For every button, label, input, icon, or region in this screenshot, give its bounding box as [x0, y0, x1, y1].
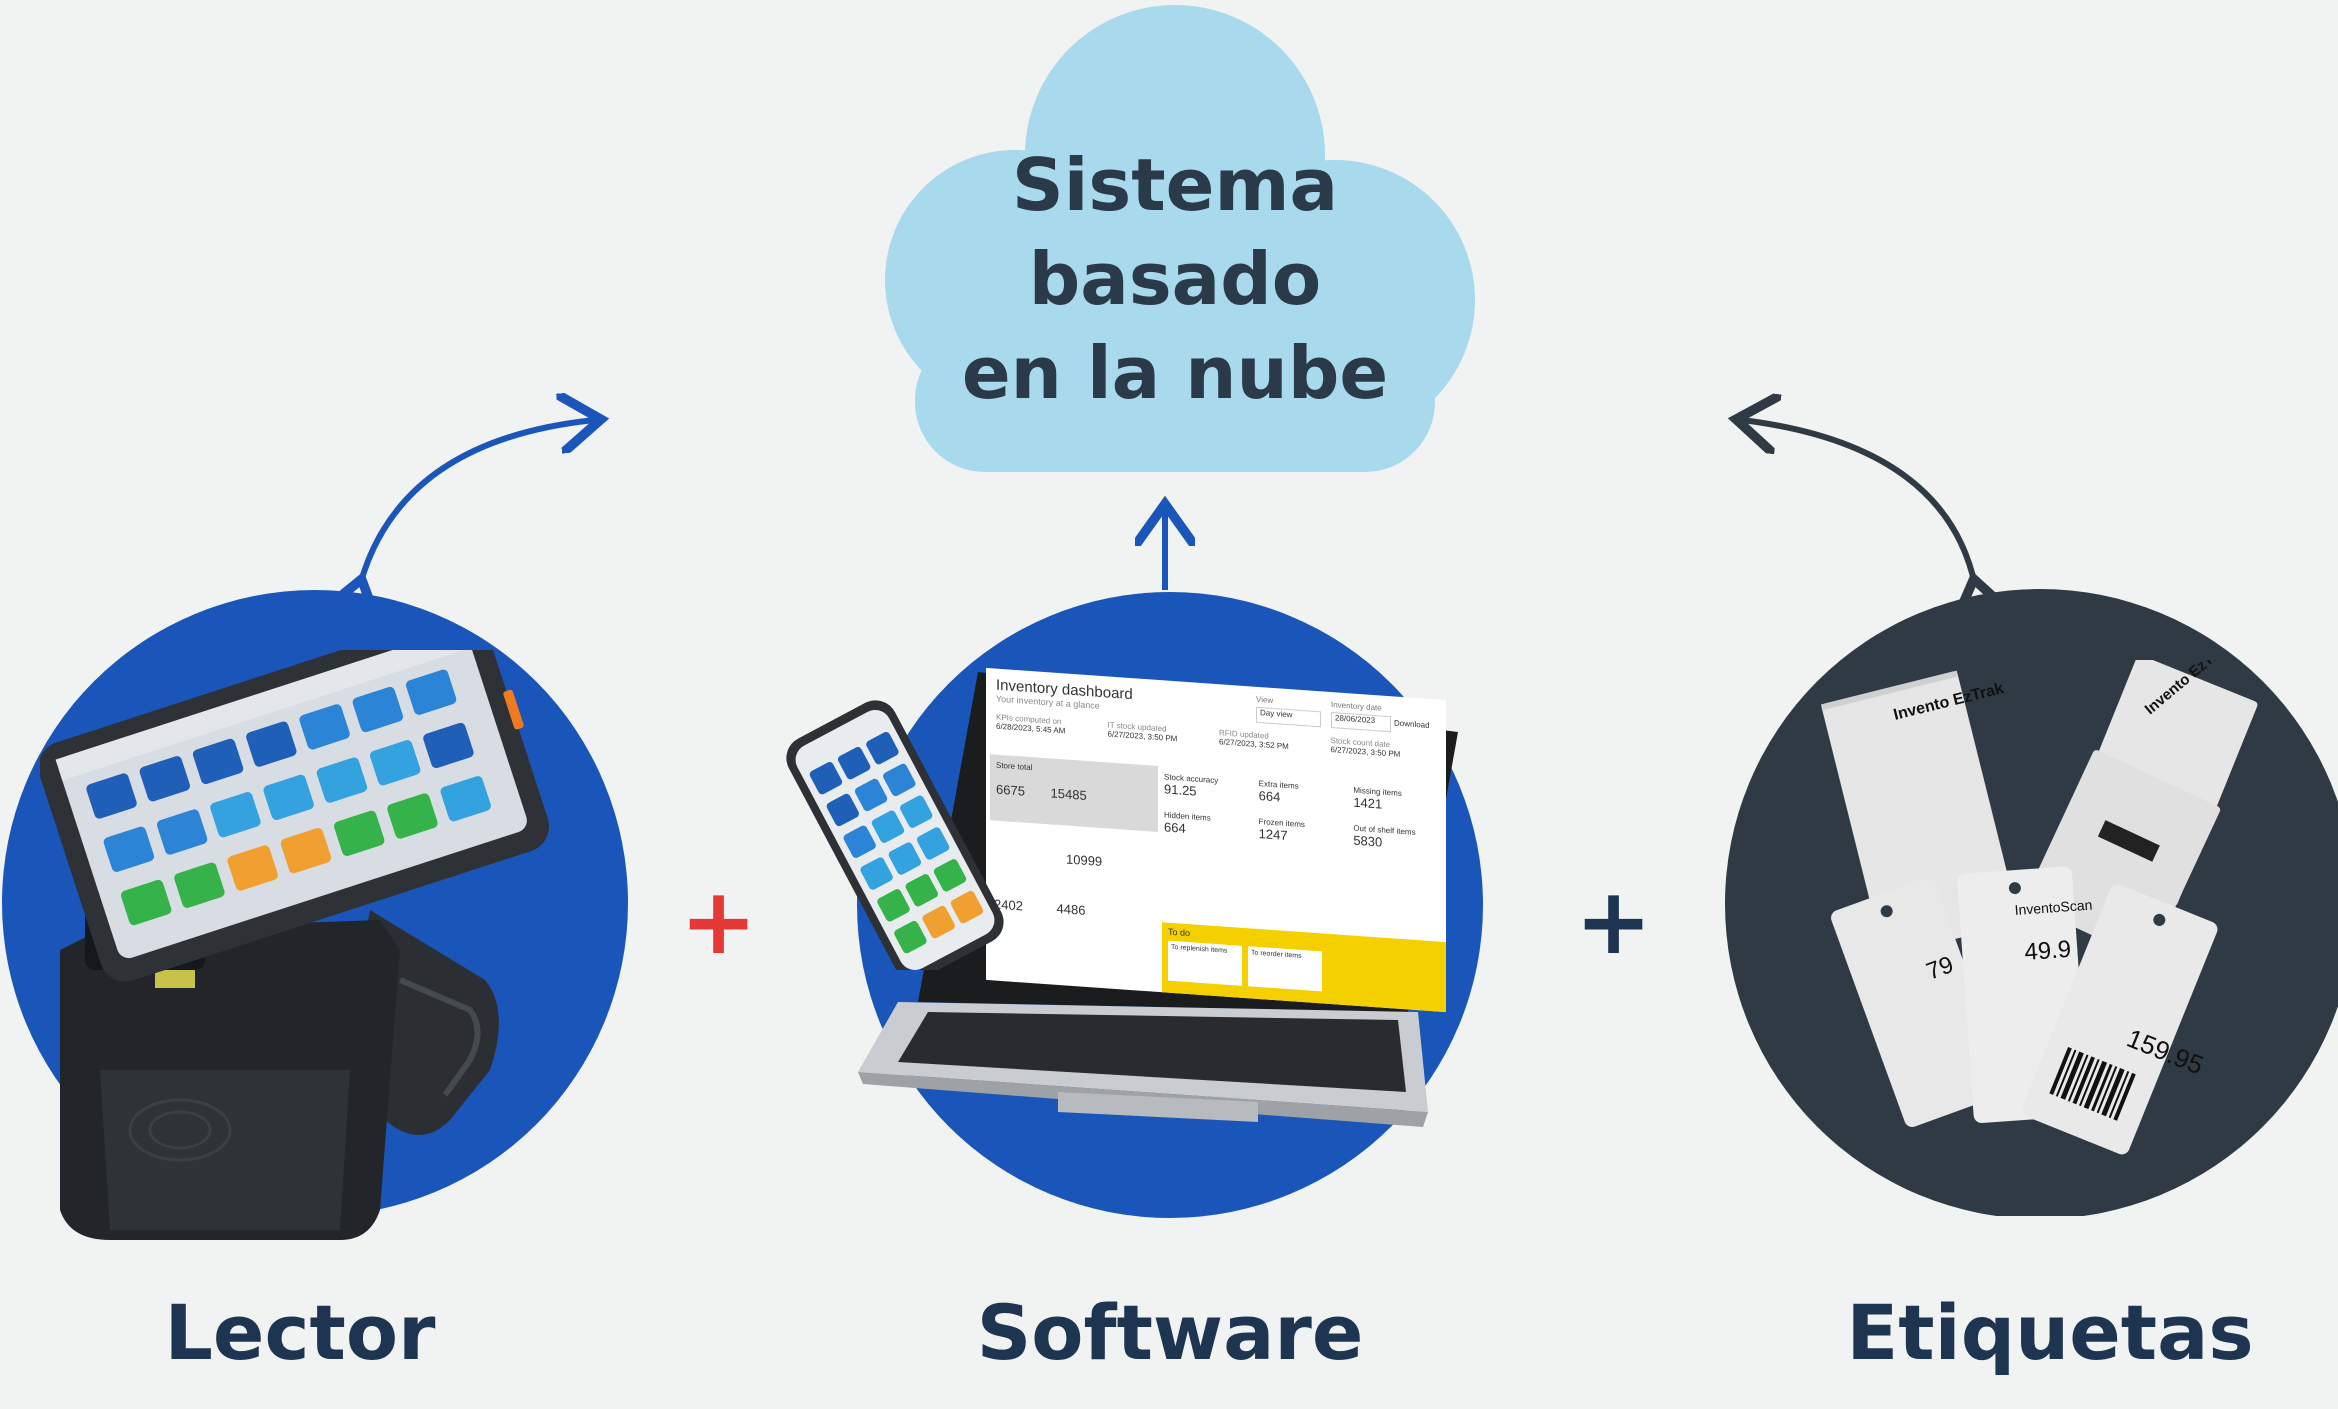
cloud-title: Sistema basado en la nube — [880, 138, 1470, 420]
back-of-house-items: 4486 — [1056, 900, 1086, 918]
todo-replenish-label: To replenish items — [1171, 943, 1228, 955]
arrow-tags-cloud — [1742, 420, 1975, 585]
date-input-value: 28/06/2023 — [1335, 713, 1376, 726]
arrow-reader-cloud — [360, 420, 595, 585]
dashboard-screen: Inventory dashboard Your inventory at a … — [986, 667, 1446, 1013]
mid-items: 10999 — [1066, 851, 1103, 870]
smartphone — [786, 700, 1004, 970]
tag-scan-brand: InventoScan — [2014, 897, 2093, 918]
rfid-reader-device — [40, 650, 550, 1240]
cloud-shape — [885, 5, 1475, 472]
rfid-tags-image: Invento EzTrak Invento EzTrak InventoSca… — [1820, 660, 2258, 1155]
label-software: Software — [976, 1288, 1364, 1377]
view-select[interactable]: Day view — [1256, 706, 1321, 728]
view-label: View — [1256, 694, 1274, 705]
view-select-value: Day view — [1260, 708, 1293, 720]
laptop: Inventory dashboard Your inventory at a … — [858, 667, 1468, 1190]
todo-reorder[interactable]: To reorder items — [1248, 946, 1322, 992]
tag-price-2: 49.9 — [2024, 936, 2072, 966]
date-input[interactable]: 28/06/2023 — [1331, 712, 1391, 733]
plus-sign-left: + — [680, 868, 758, 975]
label-tags: Etiquetas — [1846, 1288, 2254, 1377]
plus-sign-right: + — [1575, 868, 1653, 975]
label-reader: Lector — [164, 1288, 436, 1377]
store-total-items: 15485 — [1050, 785, 1087, 803]
cloud-title-line-1: Sistema — [1011, 143, 1339, 227]
todo-reorder-label: To reorder items — [1251, 949, 1302, 960]
cloud-title-line-3: en la nube — [961, 331, 1389, 415]
todo-replenish[interactable]: To replenish items — [1168, 940, 1242, 986]
cloud-title-line-2: basado — [1028, 237, 1322, 321]
